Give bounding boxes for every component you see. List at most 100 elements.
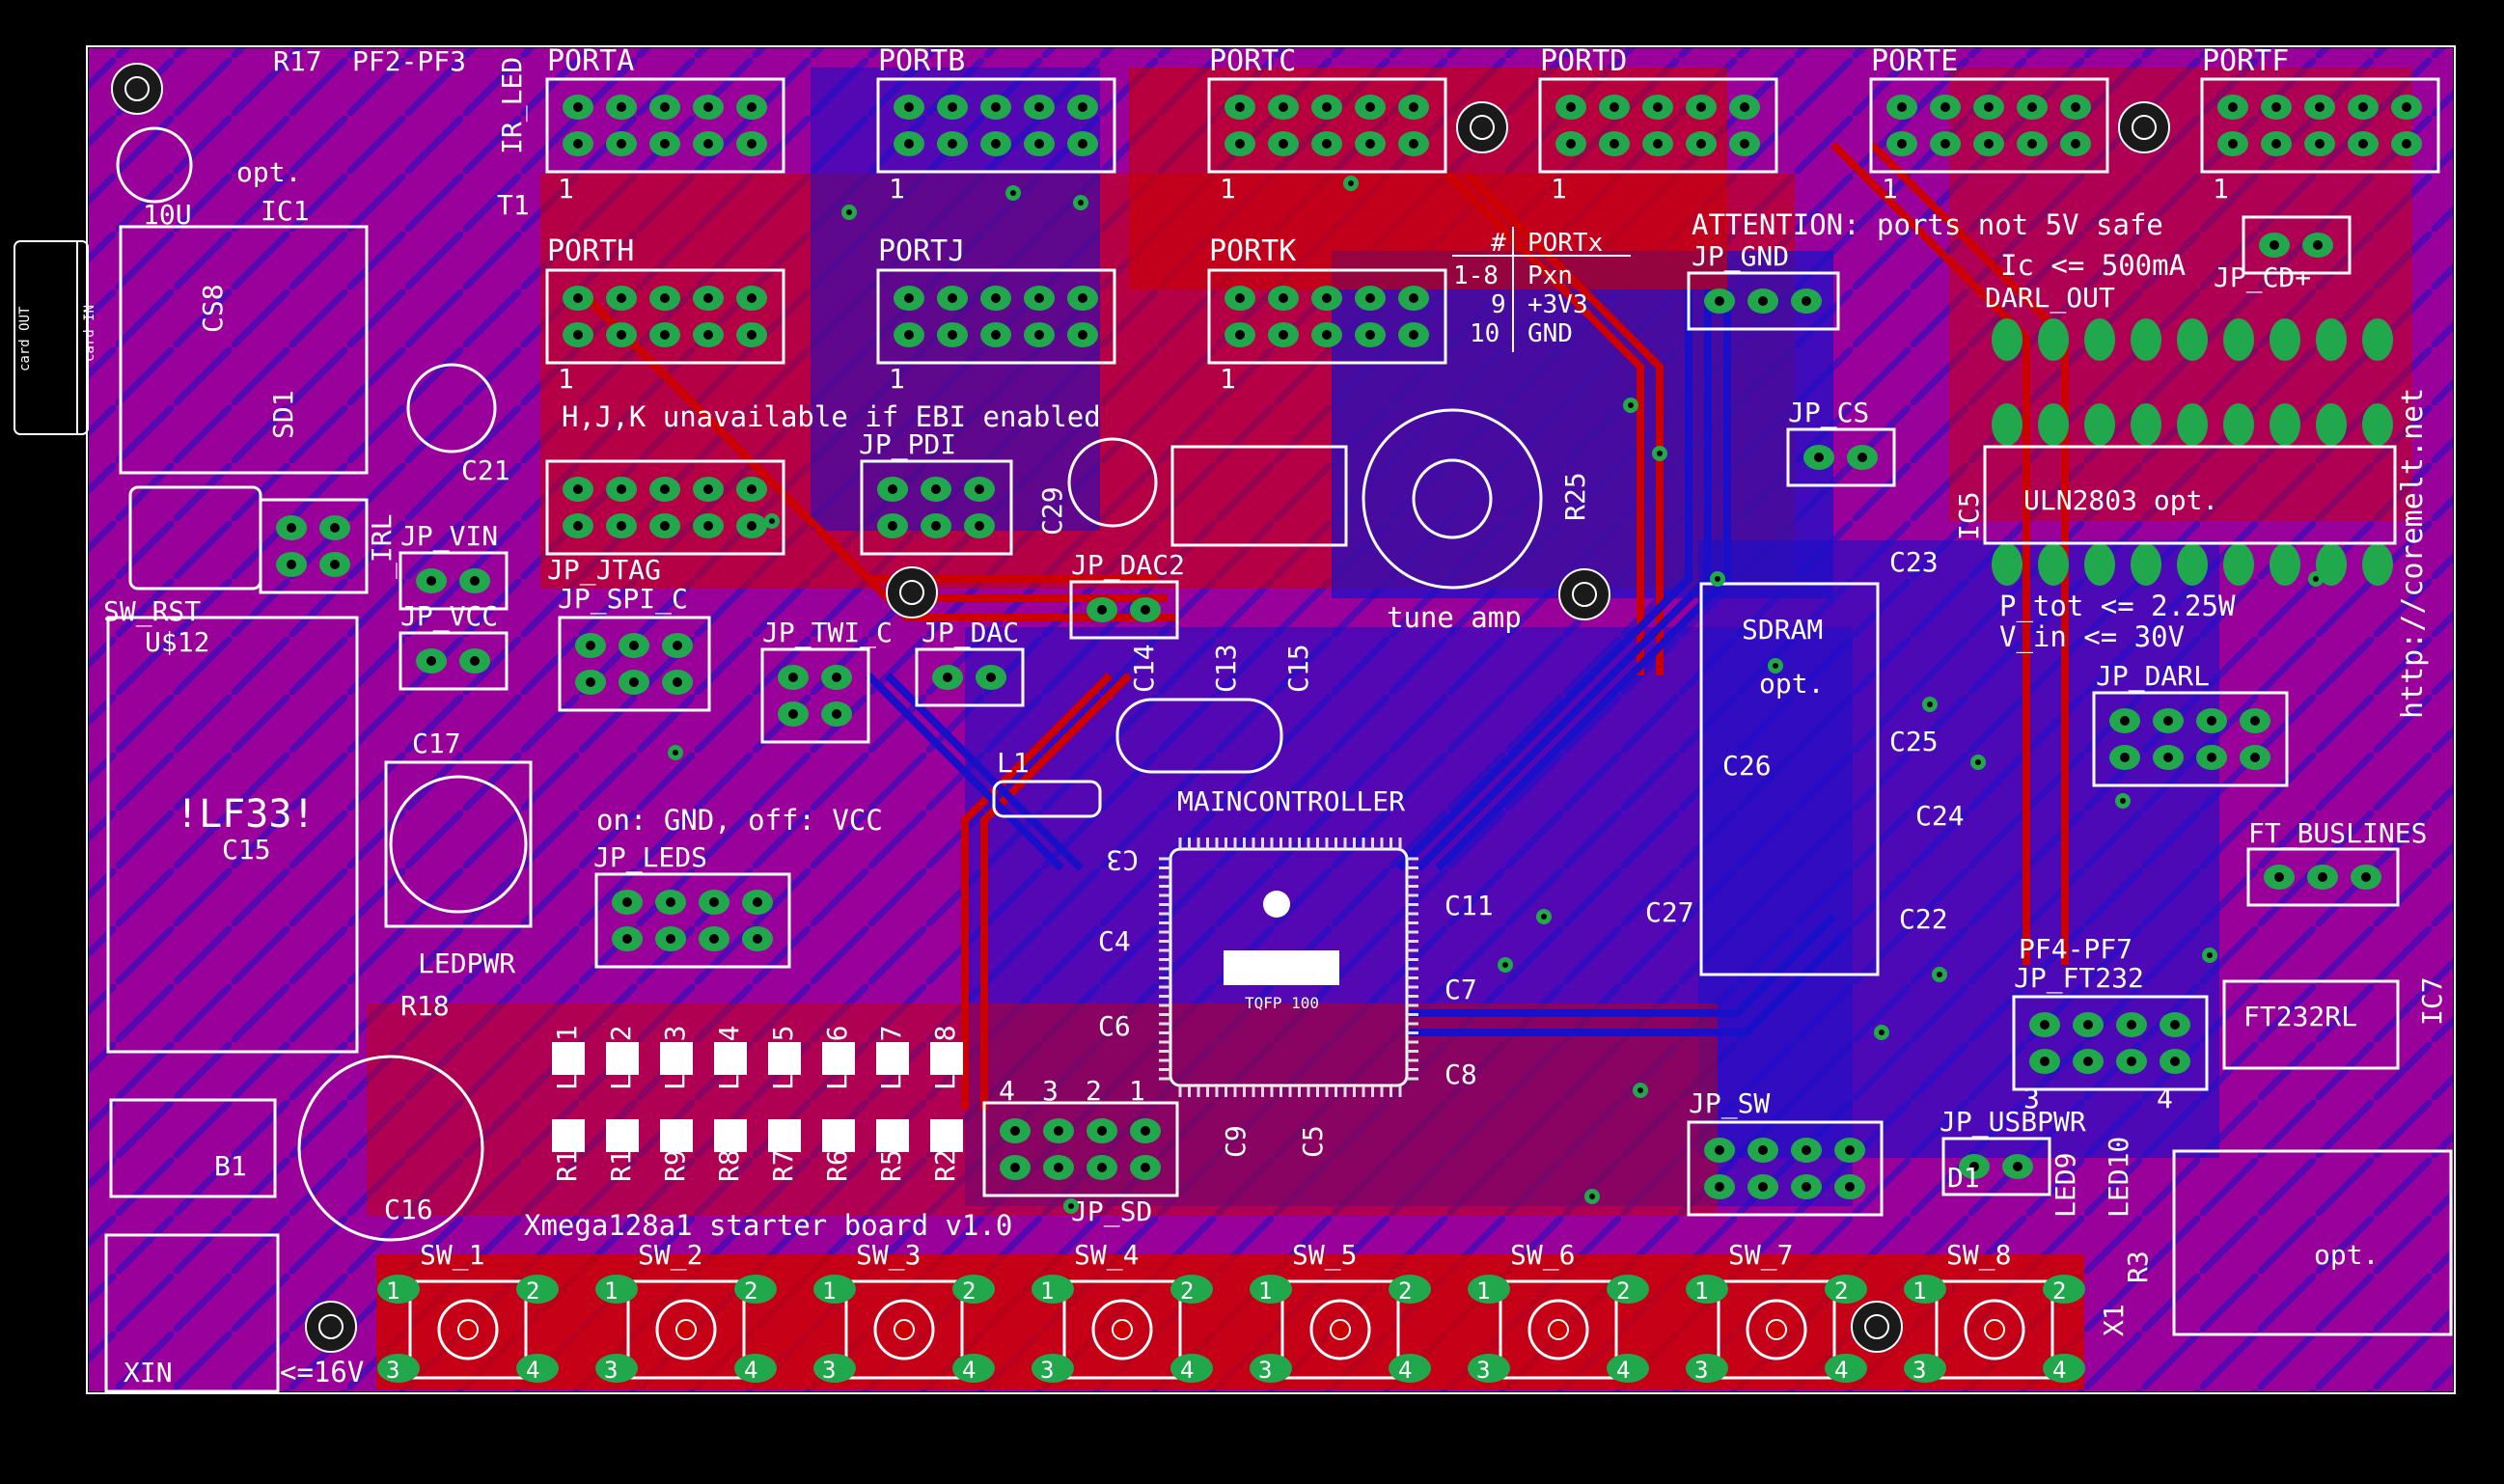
uln-pad [2316, 403, 2347, 446]
switch-pad [1170, 1275, 1213, 1304]
ft232-header [2012, 995, 2209, 1091]
led-resistor-label: R5 [875, 1149, 907, 1182]
ptot-note: P_tot <= 2.25W [1999, 590, 2236, 623]
c11-label: C11 [1445, 890, 1494, 921]
r18-label: R18 [400, 990, 450, 1022]
ft-buslines-label: FT_BUSLINES [2248, 817, 2427, 850]
c22-label: C22 [1899, 903, 1948, 935]
switch-pad [516, 1275, 559, 1304]
switch-pad [1389, 1354, 1431, 1383]
switch-pad [1032, 1354, 1074, 1383]
switch-pin-label: 2 [2052, 1278, 2066, 1305]
porth-label: PORTH [547, 234, 634, 268]
vias [668, 176, 2324, 1214]
led-label: LED5 [767, 1026, 799, 1090]
pin1-label: 1 [558, 173, 574, 205]
switch-pad [2043, 1275, 2085, 1304]
led-resistor-label: R8 [713, 1149, 745, 1182]
switch-pin-label: 4 [2052, 1357, 2066, 1384]
portk-label: PORTK [1209, 234, 1296, 268]
switch-label: SW_3 [856, 1239, 921, 1272]
maincontroller-label: MAINCONTROLLER [1177, 785, 1405, 817]
switch-label: SW_2 [638, 1239, 702, 1272]
table-row-sig: Pxn [1527, 261, 1573, 290]
portc-label: PORTC [1209, 44, 1296, 78]
sd-pin1: 1 [1129, 1075, 1145, 1107]
uln-pad [2270, 403, 2300, 446]
pin1-label: 1 [889, 173, 905, 205]
switch-pin-label: 3 [1476, 1357, 1490, 1384]
switch-pad [1825, 1275, 1867, 1304]
twi-header [760, 647, 870, 744]
jp-cd-label: JP_CD+ [2214, 261, 2311, 294]
vmax-note: <=16V [280, 1356, 364, 1388]
jp-sd-label: JP_SD [1071, 1195, 1152, 1228]
spi-header [558, 616, 711, 712]
pin1-label: 1 [1220, 173, 1236, 205]
r17-label: R17 [273, 45, 322, 77]
r3-label: R3 [2122, 1250, 2154, 1283]
dac-header [915, 647, 1025, 707]
switch-pin-label: 2 [526, 1278, 539, 1305]
usbpwr-header [1941, 1137, 2051, 1196]
switch-pad [1468, 1275, 1510, 1304]
jp-spi-c-label: JP_SPI_C [558, 583, 688, 616]
uln-pad [2131, 403, 2161, 446]
led-resistor-label: R6 [821, 1149, 853, 1182]
led-label: LED1 [551, 1026, 583, 1090]
pin1-label: 1 [889, 363, 905, 395]
port-header-5 [2200, 77, 2440, 174]
switch-pin-label: 1 [1912, 1278, 1926, 1305]
jp-gnd-label: JP_GND [1692, 240, 1789, 273]
uln-label: ULN2803 opt. [2023, 484, 2218, 516]
switch-pin-label: 3 [386, 1357, 399, 1384]
switch-pad [813, 1275, 856, 1304]
vin-note: V_in <= 30V [1999, 620, 2185, 654]
c25-label: C25 [1889, 726, 1939, 757]
ic7-label: IC7 [2416, 976, 2448, 1026]
switch-pin-label: 4 [1616, 1357, 1630, 1384]
c15-label: C15 [222, 834, 271, 866]
led-resistor-label: R7 [767, 1149, 799, 1182]
darl-pad [2084, 318, 2115, 361]
ic5-label: IC5 [1953, 491, 1985, 540]
switch-pin-label: 3 [1694, 1357, 1708, 1384]
led9-label: LED9 [2050, 1153, 2081, 1218]
led-resistor-label: R2 [929, 1149, 961, 1182]
uln-pad [2316, 543, 2347, 586]
pin1-label: 1 [558, 363, 574, 395]
switch-pin-label: 4 [1834, 1357, 1848, 1384]
darl-header [2092, 691, 2289, 787]
switch-pin-label: 3 [822, 1357, 836, 1384]
led-resistor-label: R9 [659, 1149, 691, 1182]
leds-note: on: GND, off: VCC [596, 804, 883, 837]
switch-pad [952, 1354, 995, 1383]
jp-vcc-label: JP_VCC [400, 600, 498, 633]
c24-label: C24 [1915, 800, 1965, 832]
jp-vin-label: JP_VIN [400, 520, 498, 553]
irl-header [259, 498, 369, 594]
switch-pad [1250, 1354, 1292, 1383]
switch-pad [377, 1275, 420, 1304]
vcc-header [399, 631, 509, 691]
sd-card-outline [14, 240, 89, 435]
ft232rl-label: FT232RL [2243, 1001, 2357, 1032]
jp-cs-label: JP_CS [1788, 397, 1869, 429]
b1-label: B1 [214, 1150, 247, 1182]
switch-pin-label: 2 [744, 1278, 757, 1305]
uln-pad [2270, 543, 2300, 586]
component-labels: PF2-PF3 R17 IR_LED T1 IC1 10U opt. CS8 S… [103, 45, 2448, 1388]
c16-label: C16 [384, 1194, 433, 1225]
pin1-label: 1 [2213, 173, 2229, 205]
table-hash: # [1491, 229, 1506, 258]
sdram-opt-label: opt. [1759, 668, 1824, 700]
led-resistor-label: R11 [551, 1133, 583, 1182]
switch-pad [1170, 1354, 1213, 1383]
sw-rst-label: SW_RST [103, 595, 201, 628]
port-header-1 [876, 77, 1116, 174]
switch-pad [1904, 1354, 1946, 1383]
